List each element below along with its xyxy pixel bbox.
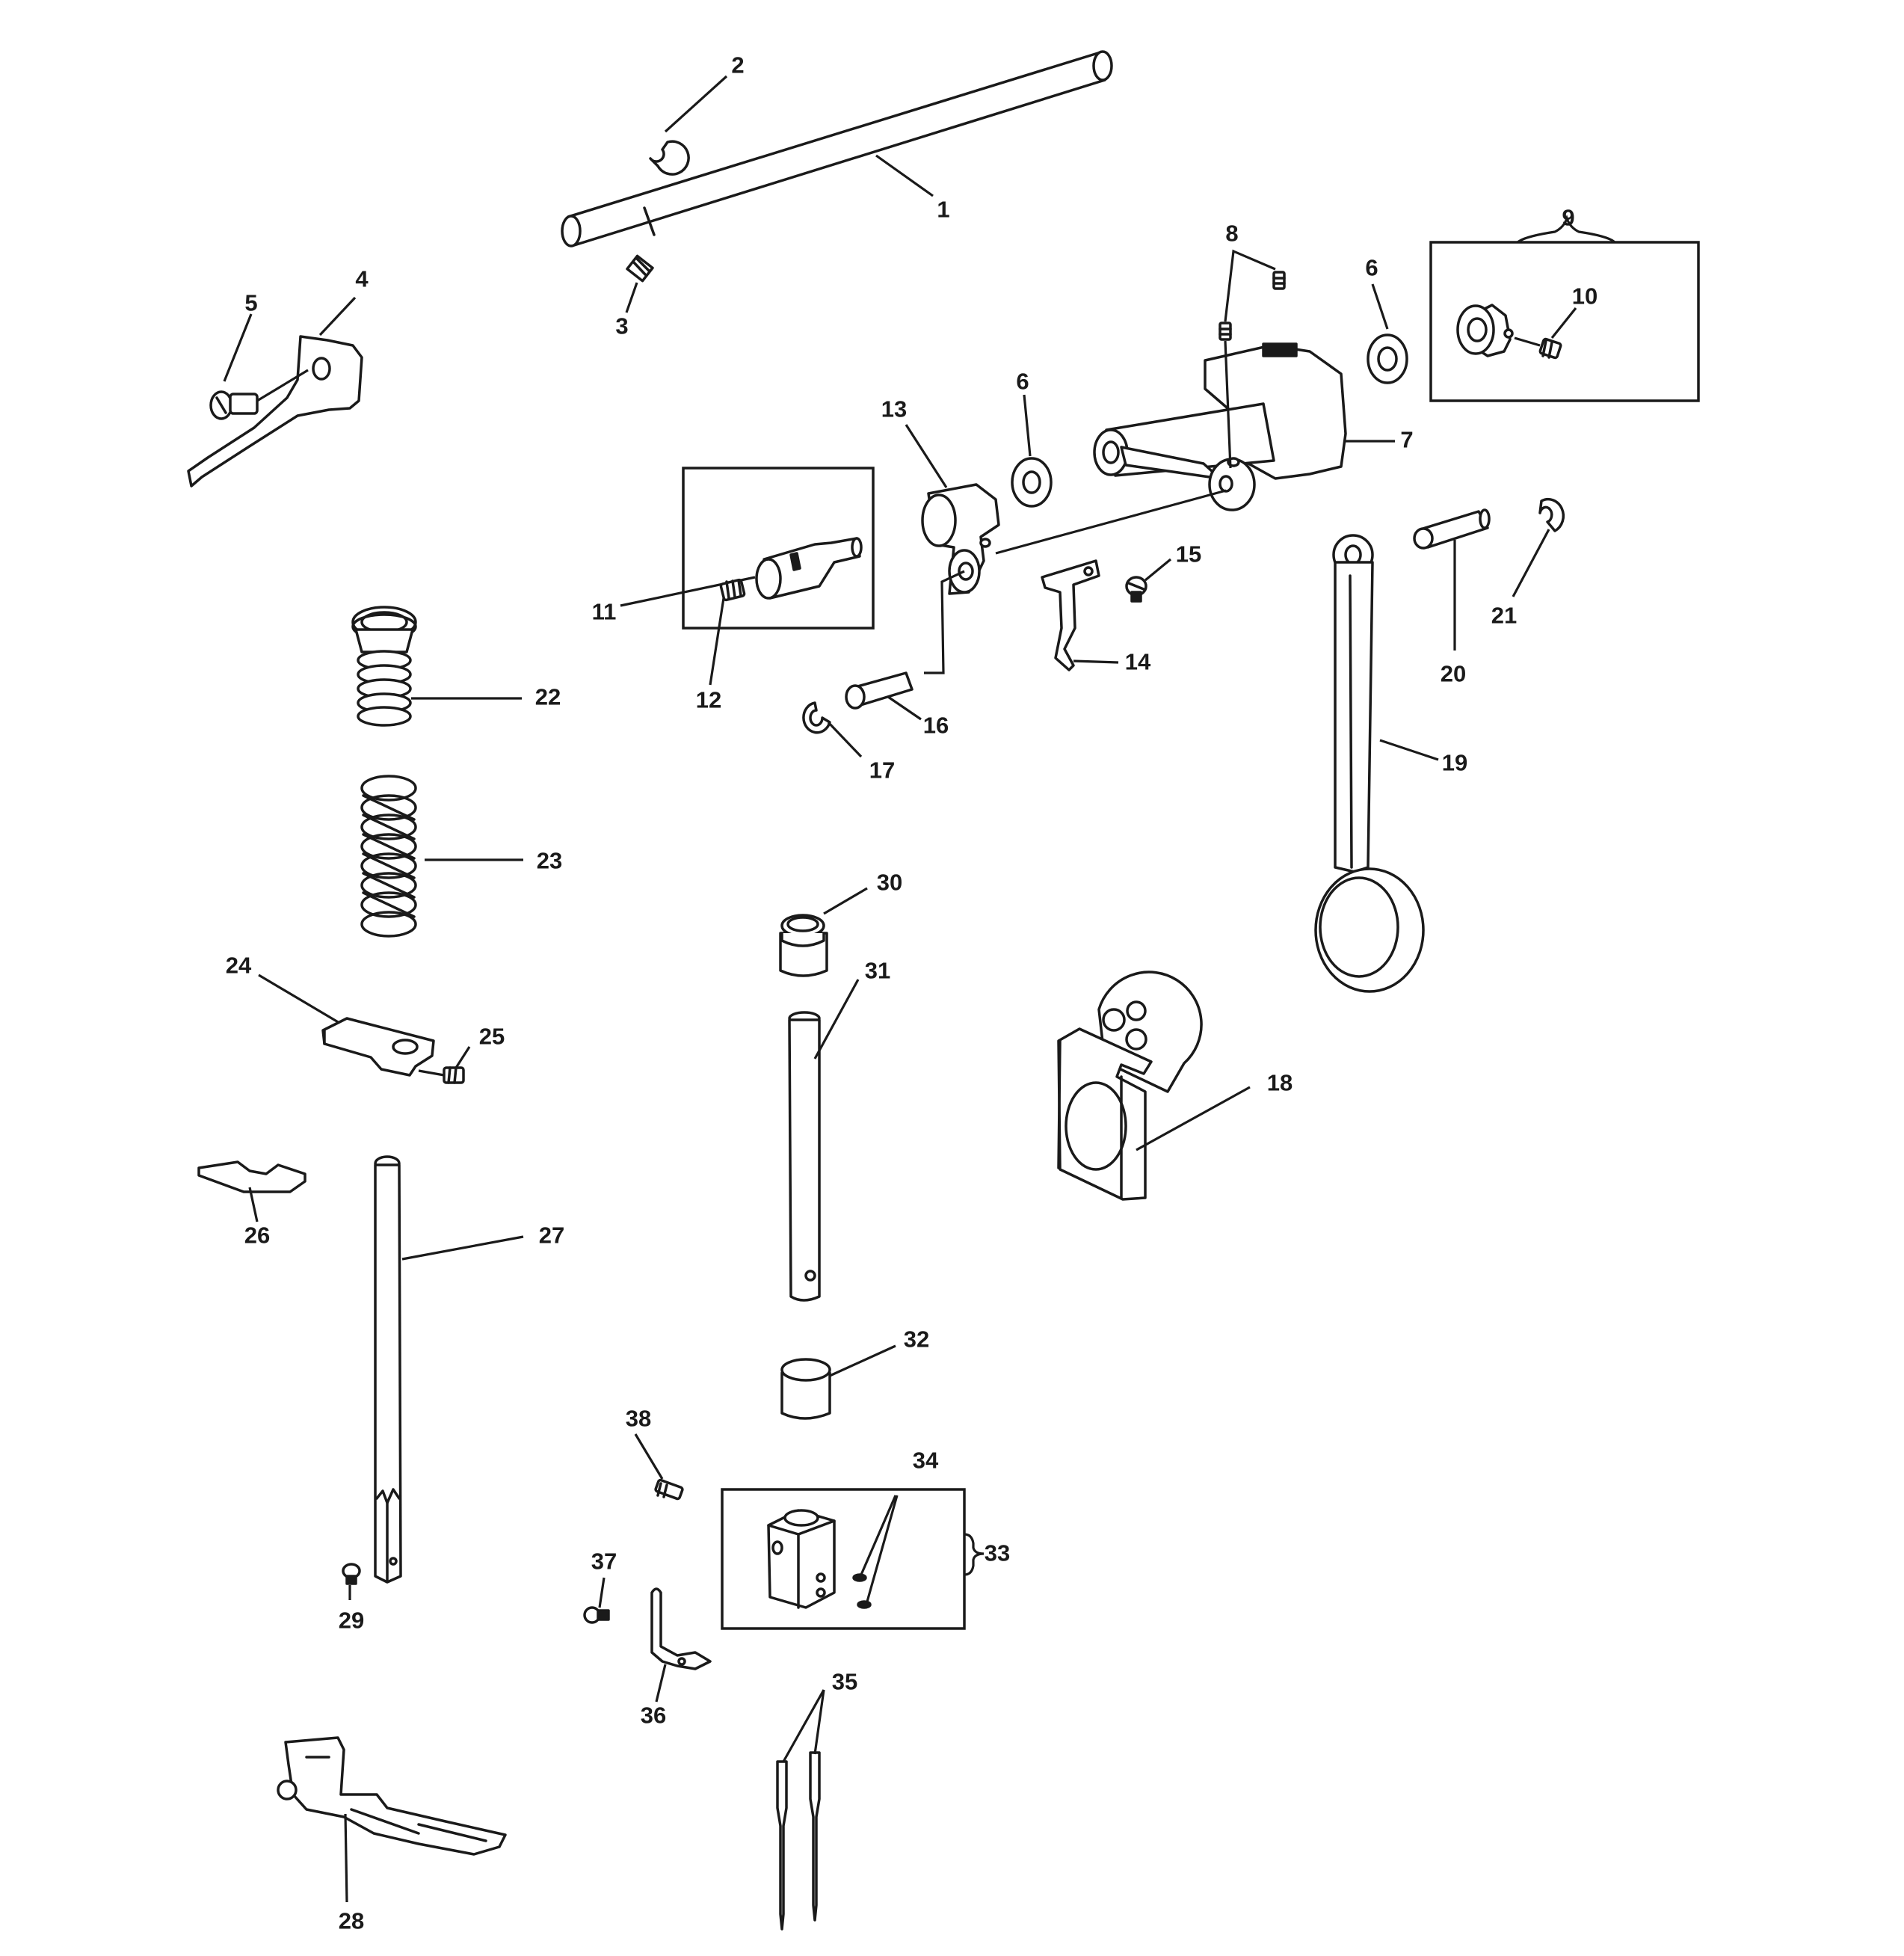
part-38-screw[interactable] [654,1478,684,1501]
callout-28: 28 [339,1908,364,1934]
callout-19: 19 [1442,750,1467,776]
part-25-screw[interactable] [443,1066,465,1084]
part-15-screw[interactable] [1125,576,1147,603]
callout-11: 11 [592,599,617,625]
group-9-box [1429,241,1700,402]
callout-4: 4 [355,266,369,292]
part-33-needle-clamp[interactable] [767,1509,836,1609]
part-4-lever[interactable] [187,335,363,488]
callout-25: 25 [479,1024,505,1050]
part-22-adjusting-screw[interactable] [351,606,417,727]
group-11-box [682,467,875,630]
part-31-tube[interactable] [788,1011,821,1302]
part-9-collar[interactable] [1456,304,1514,357]
callout-38: 38 [626,1406,651,1432]
part-37-screw[interactable] [583,1606,610,1624]
part-20-pin[interactable] [1413,508,1491,550]
part-34-set-screws[interactable] [852,1573,872,1609]
part-2-retaining-ring[interactable] [649,140,690,176]
callout-29: 29 [339,1608,364,1634]
callout-20: 20 [1441,661,1466,687]
callout-2: 2 [731,52,744,79]
part-7-crank-body[interactable] [1093,342,1347,511]
callout-22: 22 [535,684,561,710]
callout-26: 26 [244,1222,270,1249]
callout-36: 36 [641,1703,666,1729]
part-26-plate[interactable] [197,1160,306,1193]
callout-15: 15 [1176,541,1201,568]
part-30-bushing[interactable] [779,914,828,977]
callout-27: 27 [539,1222,564,1249]
part-1-shaft[interactable] [561,50,1113,247]
part-32-bushing[interactable] [780,1358,831,1420]
callout-3: 3 [615,313,628,339]
callout-31: 31 [865,958,890,984]
part-11-pin-assembly[interactable] [755,537,863,600]
part-13-link[interactable] [921,483,1000,595]
callout-7: 7 [1400,427,1413,453]
callout-33: 33 [985,1540,1010,1566]
part-27-presser-bar[interactable] [374,1155,402,1584]
part-18-block[interactable] [1057,971,1203,1201]
callout-30: 30 [877,870,902,896]
callout-1: 1 [937,197,949,223]
callout-6-lower: 6 [1016,369,1029,395]
part-17-retaining-ring[interactable] [802,701,831,734]
callout-8: 8 [1225,221,1238,247]
part-6-washer-lower[interactable] [1011,457,1053,508]
part-5-screw[interactable] [209,390,259,420]
part-14-bracket[interactable] [1041,559,1100,671]
callout-6-upper: 6 [1365,255,1378,281]
callout-32: 32 [904,1326,929,1353]
part-10-set-screw[interactable] [1538,337,1562,360]
callout-16: 16 [923,713,949,739]
part-35-needles[interactable] [776,1751,821,1931]
callout-14: 14 [1125,649,1151,675]
callout-17: 17 [869,757,895,784]
part-23-spring[interactable] [360,775,417,938]
callout-35: 35 [832,1669,857,1695]
callout-10: 10 [1572,283,1598,310]
callout-24: 24 [226,953,252,979]
callout-18: 18 [1267,1070,1293,1096]
callout-13: 13 [881,396,907,422]
part-21-retaining-ring[interactable] [1538,497,1565,532]
callout-9: 9 [1562,205,1574,231]
part-19-connecting-rod[interactable] [1314,534,1425,993]
part-8-screws[interactable] [1219,271,1286,341]
part-16-pin[interactable] [845,671,914,710]
part-12-set-screw[interactable] [719,578,746,602]
part-29-screw[interactable] [342,1563,361,1585]
part-24-clamp[interactable] [321,1017,435,1077]
callout-37: 37 [591,1548,617,1575]
callout-12: 12 [696,687,721,713]
callout-34: 34 [913,1448,939,1474]
part-6-washer-upper[interactable] [1367,333,1408,384]
callout-5: 5 [244,290,257,316]
part-36-thread-guide[interactable] [650,1587,712,1670]
callout-21: 21 [1491,603,1517,629]
callout-23: 23 [537,848,562,874]
part-28-presser-foot[interactable] [277,1736,507,1856]
group-33-box [721,1488,966,1630]
part-3-set-screw[interactable] [626,254,654,283]
